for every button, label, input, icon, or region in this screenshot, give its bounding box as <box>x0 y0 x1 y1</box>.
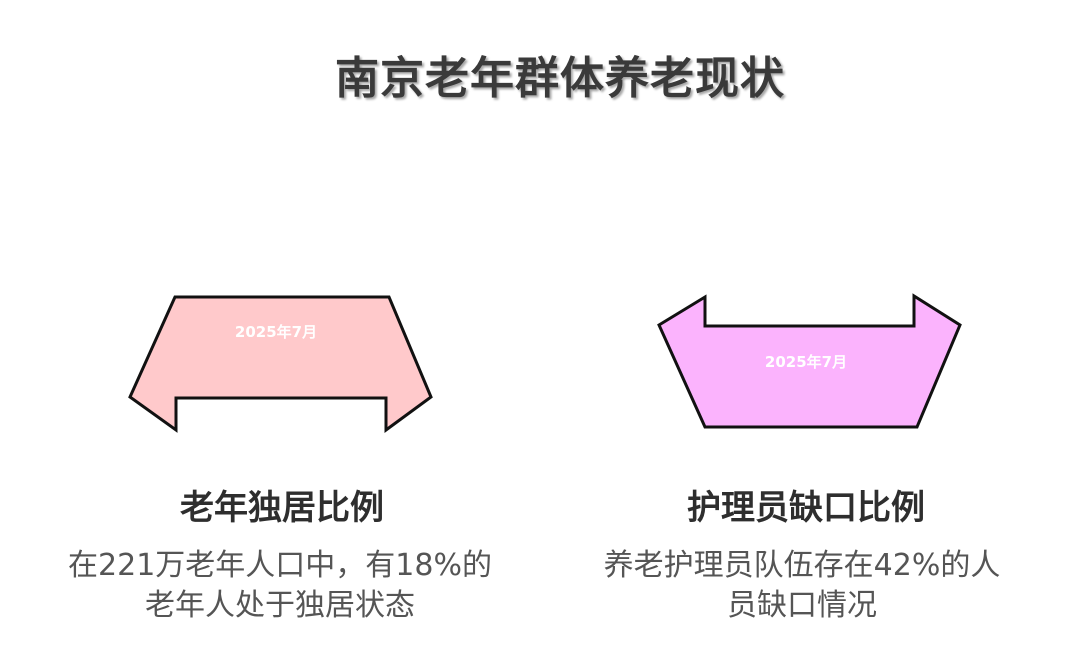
card-2-shape-label: 2025年7月 <box>765 353 847 371</box>
card-2-description-line-2: 员缺口情况 <box>727 588 877 623</box>
card-2-shape <box>657 293 962 429</box>
card-2-heading: 护理员缺口比例 <box>687 488 925 528</box>
page-title: 南京老年群体养老现状 <box>335 53 785 104</box>
card-2-description: 养老护理员队伍存在42%的人 员缺口情况 <box>562 546 1042 626</box>
card-1-description-line-1: 在221万老年人口中，有18%的 <box>68 548 492 583</box>
card-1-description: 在221万老年人口中，有18%的 老年人处于独居状态 <box>40 546 520 626</box>
card-1-shape <box>128 295 433 433</box>
card-1-heading: 老年独居比例 <box>180 488 384 528</box>
card-1-shape-label: 2025年7月 <box>235 323 317 341</box>
card-2-description-line-1: 养老护理员队伍存在42%的人 <box>603 548 1001 583</box>
card-1-description-line-2: 老年人处于独居状态 <box>145 588 415 623</box>
